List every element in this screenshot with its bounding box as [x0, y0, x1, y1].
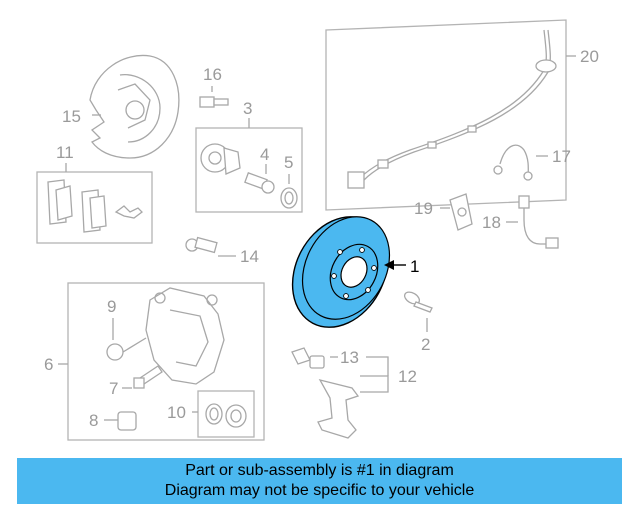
callout-1: 1 [410, 257, 419, 276]
callout-12: 12 [398, 367, 417, 386]
callouts: 1 2 3 4 5 6 7 8 9 10 11 12 13 14 15 16 1… [44, 47, 599, 430]
banner-line-2: Diagram may not be specific to your vehi… [164, 482, 475, 499]
callout-19: 19 [414, 199, 433, 218]
part-2-screw [403, 291, 433, 332]
info-banner: Part or sub-assembly is #1 in diagram Di… [17, 458, 622, 504]
group-12-13 [291, 347, 389, 439]
part-19-sensor [440, 193, 473, 231]
part-17-sensor [493, 144, 548, 181]
callout-6: 6 [44, 355, 53, 374]
banner-line-1: Part or sub-assembly is #1 in diagram [185, 462, 454, 479]
callout-17: 17 [552, 147, 571, 166]
callout-18: 18 [482, 213, 501, 232]
part-15-dust-shield [89, 54, 180, 159]
callout-8: 8 [89, 411, 98, 430]
callout-11: 11 [56, 143, 74, 162]
group-6-box [58, 282, 265, 441]
callout-2: 2 [421, 335, 430, 354]
group-11-box [36, 163, 153, 244]
callout-4: 4 [260, 145, 269, 164]
callout-7: 7 [109, 379, 118, 398]
callout-5: 5 [284, 153, 293, 172]
part-1-brake-rotor [291, 216, 406, 328]
callout-20: 20 [580, 47, 599, 66]
parts-diagram: 1 2 3 4 5 6 7 8 9 10 11 12 13 14 15 16 1… [36, 19, 599, 441]
callout-15: 15 [62, 107, 81, 126]
part-16-bolt [199, 86, 229, 108]
callout-16: 16 [203, 65, 222, 84]
callout-10: 10 [167, 403, 186, 422]
callout-13: 13 [340, 348, 359, 367]
group-20-box [325, 19, 576, 211]
group-3-box [195, 118, 303, 213]
part-18-sensor [506, 195, 559, 249]
callout-9: 9 [107, 297, 116, 316]
callout-3: 3 [243, 99, 252, 118]
callout-14: 14 [240, 247, 259, 266]
part-14-bolt [185, 236, 236, 257]
